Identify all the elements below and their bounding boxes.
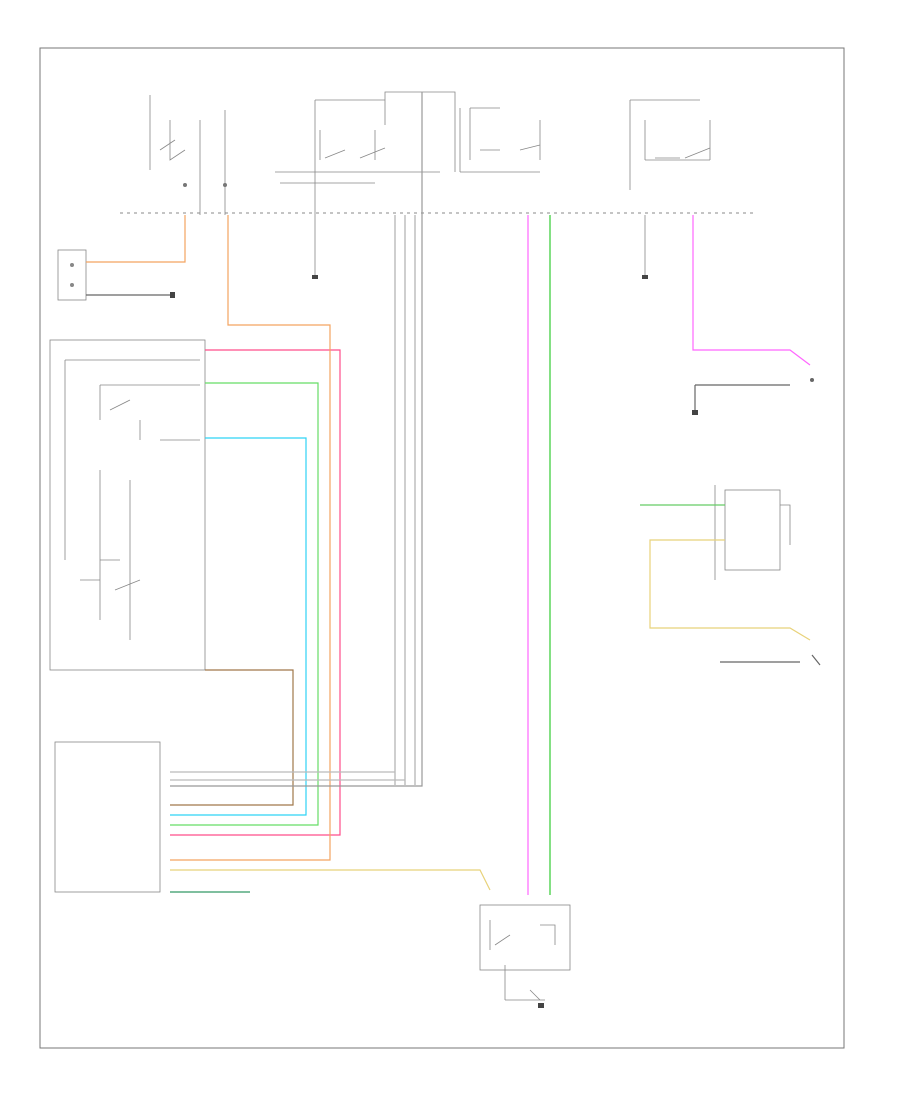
- page-frame: [39, 47, 845, 1049]
- wire-black-right-lower: [720, 654, 821, 666]
- washer-switch-box: [479, 904, 571, 971]
- wire-yellow-cluster: [649, 539, 811, 641]
- wire-yellow-module: [170, 869, 491, 891]
- wire-pink: [170, 349, 341, 836]
- fuse-group-left: [149, 95, 227, 215]
- ground-g306: [642, 275, 648, 279]
- wire-magenta-right: [692, 215, 811, 366]
- wire-light-green: [170, 382, 319, 826]
- wire-brown: [170, 669, 294, 806]
- sensor-box-top-left: [57, 249, 87, 301]
- wire-black-right: [694, 384, 790, 410]
- body-control-module: [54, 741, 161, 893]
- wire-gray-3: [170, 92, 423, 787]
- ground-g304: [538, 1003, 544, 1008]
- relay-group-right-center: [459, 107, 541, 173]
- washer-switch-internals: [489, 920, 556, 1001]
- wire-orange-sensor: [86, 215, 186, 263]
- bus-drop-wires: [314, 215, 646, 785]
- relay-group-right: [629, 99, 711, 190]
- switch-assembly-box: [49, 339, 206, 671]
- wire-light-blue: [170, 437, 307, 816]
- ground-g305: [312, 275, 318, 279]
- relay-group-center: [275, 91, 456, 215]
- wire-orange-main: [170, 215, 331, 861]
- switch-assembly-internals: [64, 359, 200, 640]
- instrument-panel-cluster: [724, 489, 781, 571]
